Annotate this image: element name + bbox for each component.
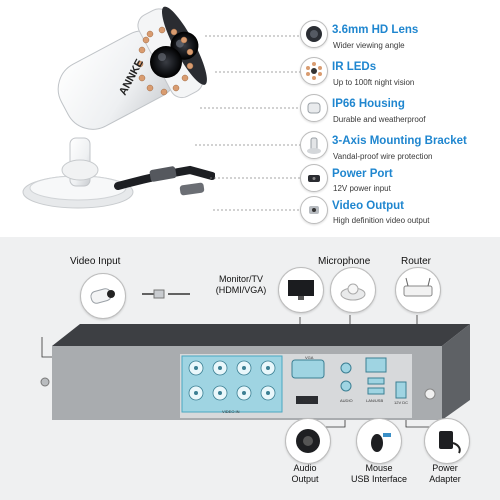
video-output-icon [300,196,328,224]
mouse-icon [356,418,402,464]
audio-port-label: AUDIO [340,398,353,403]
video-in-port-label: VIDEO IN [222,409,240,414]
lens-icon [300,20,328,48]
ir-led-icon [300,57,328,85]
dvr-recorder [30,320,470,425]
feature-title: 3.6mm HD Lens [332,24,419,36]
feature-list: 3.6mm HD Lens Wider viewing angle IR LED… [0,0,500,230]
feature-subtitle: Vandal-proof wire protection [333,152,433,161]
speaker-icon [285,418,331,464]
bracket-icon [300,131,328,159]
router-label: Router [401,256,432,267]
vga-port-label: VGA [305,355,314,360]
feature-title: Power Port [332,168,393,180]
audio-output-label: Audio Output [291,463,319,484]
feature-subtitle: Wider viewing angle [333,41,405,50]
feature-subtitle: Durable and weatherproof [333,115,426,124]
bnc-cable-icon [140,287,190,301]
feature-subtitle: 12V power input [333,184,391,193]
camera-icon [80,273,126,319]
feature-title: IP66 Housing [332,98,405,110]
router-icon [395,267,441,313]
power-adapter-label: Power Adapter [429,463,461,484]
microphone-label: Microphone [318,256,371,267]
power-adapter-icon [424,418,470,464]
housing-icon [300,94,328,122]
dc-port-label: 12V DC [394,400,409,405]
lan-port-label: LAN/USB [366,398,384,403]
mouse-usb-label: Mouse USB Interface [350,463,408,484]
monitor-icon [278,267,324,313]
feature-subtitle: High definition video output [333,216,430,225]
hdmi-port-label: HDMI [303,398,314,403]
video-input-label: Video Input [70,256,121,267]
feature-subtitle: Up to 100ft night vision [333,78,415,87]
feature-title: Video Output [332,200,404,212]
monitor-label: Monitor/TV (HDMI/VGA) [215,274,267,295]
feature-title: 3-Axis Mounting Bracket [332,135,467,147]
camera-image: ANNKE [0,0,216,225]
feature-title: IR LEDs [332,61,377,73]
microphone-icon [330,267,376,313]
power-port-icon [300,164,328,192]
